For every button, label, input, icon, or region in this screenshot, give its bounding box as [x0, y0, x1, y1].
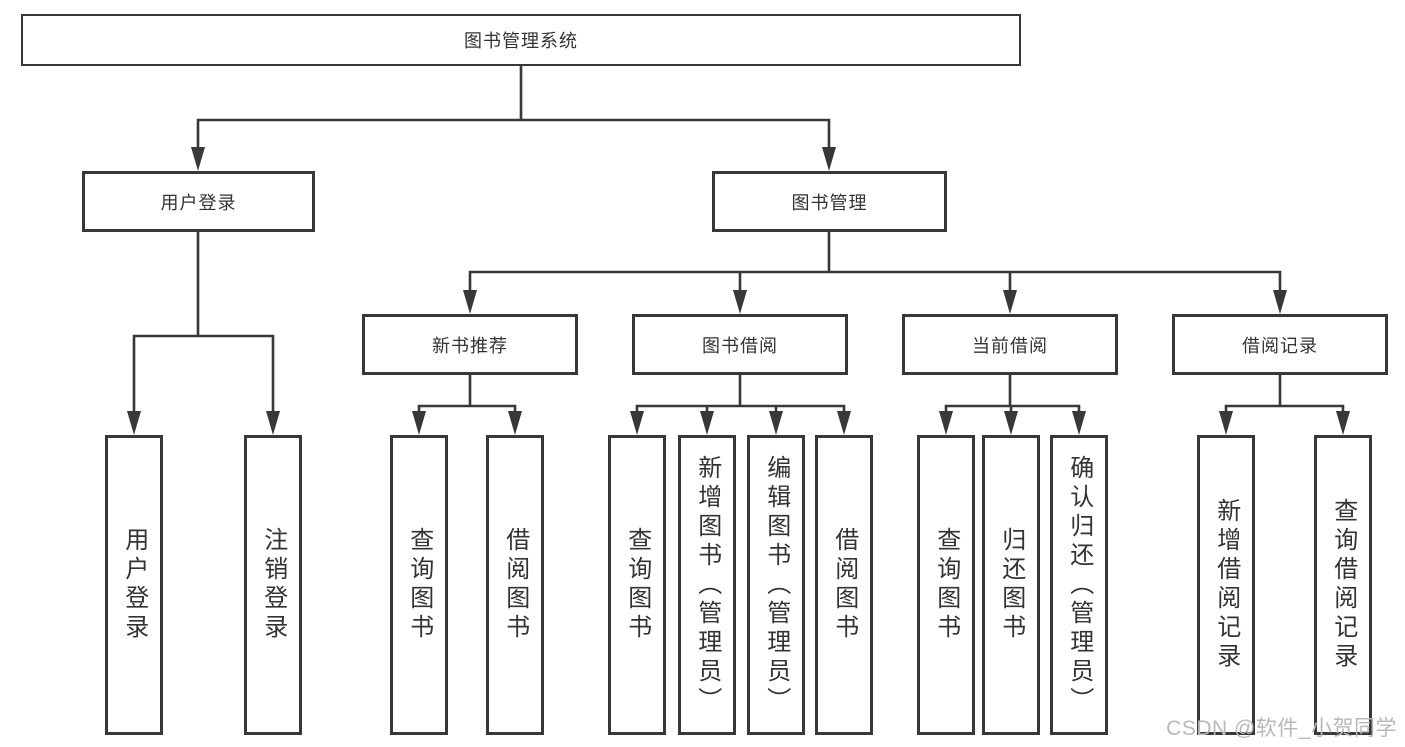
arrow-down-icon: [191, 147, 205, 171]
arrow-down-icon: [939, 411, 953, 435]
leaf-user-login: 用户登录: [105, 435, 163, 735]
leaf-query-books-recommend: 查询图书: [390, 435, 448, 735]
leaf-borrow-books-recommend: 借阅图书: [486, 435, 544, 735]
leaf-query-books-borrow-label: 查询图书: [623, 527, 651, 643]
leaf-query-books-borrow: 查询图书: [608, 435, 666, 735]
arrow-down-icon: [412, 411, 426, 435]
node-book-borrow: 图书借阅: [632, 314, 848, 375]
csdn-watermark: CSDN @软件_小贺同学: [1166, 717, 1397, 740]
arrow-down-icon: [1336, 411, 1350, 435]
node-user-login: 用户登录: [82, 171, 315, 232]
arrow-down-icon: [266, 411, 280, 435]
leaf-add-borrow-record: 新增借阅记录: [1197, 435, 1255, 735]
arrow-down-icon: [700, 411, 714, 435]
connector-root: [196, 64, 831, 152]
leaf-add-borrow-record-label: 新增借阅记录: [1212, 498, 1240, 672]
node-root: 图书管理系统: [21, 14, 1021, 66]
leaf-borrow-books-label: 借阅图书: [830, 527, 858, 643]
node-new-book-recommend: 新书推荐: [362, 314, 578, 375]
leaf-logout: 注销登录: [244, 435, 302, 735]
leaf-query-books-current: 查询图书: [917, 435, 975, 735]
connector-current-borrow: [944, 373, 1081, 418]
leaf-add-book-admin-label: 新增图书（管理员）: [693, 454, 721, 716]
arrow-down-icon: [769, 411, 783, 435]
connector-new-book: [417, 373, 517, 418]
arrow-down-icon: [463, 290, 477, 314]
leaf-edit-book-admin: 编辑图书（管理员）: [747, 435, 805, 735]
leaf-add-book-admin: 新增图书（管理员）: [678, 435, 736, 735]
connector-user-login: [132, 230, 275, 418]
connector-book-borrow: [635, 373, 846, 418]
arrow-down-icon: [630, 411, 644, 435]
node-new-book-recommend-label: 新书推荐: [432, 335, 508, 356]
node-current-borrow-label: 当前借阅: [972, 335, 1048, 356]
leaf-logout-label: 注销登录: [259, 527, 287, 643]
leaf-query-books-current-label: 查询图书: [932, 527, 960, 643]
node-root-label: 图书管理系统: [464, 31, 578, 51]
node-book-management: 图书管理: [712, 171, 947, 232]
arrow-down-icon: [508, 411, 522, 435]
leaf-return-books-label: 归还图书: [997, 527, 1025, 643]
arrow-down-icon: [1219, 411, 1233, 435]
leaf-user-login-label: 用户登录: [120, 527, 148, 643]
arrow-down-icon: [1273, 290, 1287, 314]
leaf-query-borrow-record: 查询借阅记录: [1314, 435, 1372, 735]
arrow-down-icon: [1004, 411, 1018, 435]
arrow-down-icon: [1072, 411, 1086, 435]
node-borrow-records-label: 借阅记录: [1242, 335, 1318, 356]
arrowheads: [127, 147, 1350, 435]
arrow-down-icon: [822, 147, 836, 171]
node-book-borrow-label: 图书借阅: [702, 335, 778, 356]
node-borrow-records: 借阅记录: [1172, 314, 1388, 375]
leaf-query-books-recommend-label: 查询图书: [405, 527, 433, 643]
node-book-management-label: 图书管理: [791, 192, 868, 213]
leaf-confirm-return-admin: 确认归还（管理员）: [1050, 435, 1108, 735]
node-user-login-label: 用户登录: [160, 192, 237, 213]
leaf-borrow-books: 借阅图书: [815, 435, 873, 735]
arrow-down-icon: [837, 411, 851, 435]
arrow-down-icon: [733, 290, 747, 314]
connector-borrow-record: [1224, 373, 1345, 418]
leaf-confirm-return-admin-label: 确认归还（管理员）: [1065, 454, 1093, 716]
connector-book-mgmt: [468, 230, 1282, 297]
leaf-return-books: 归还图书: [982, 435, 1040, 735]
arrow-down-icon: [127, 411, 141, 435]
node-current-borrow: 当前借阅: [902, 314, 1118, 375]
leaf-query-borrow-record-label: 查询借阅记录: [1329, 498, 1357, 672]
leaf-borrow-books-recommend-label: 借阅图书: [501, 527, 529, 643]
leaf-edit-book-admin-label: 编辑图书（管理员）: [762, 454, 790, 716]
arrow-down-icon: [1003, 290, 1017, 314]
